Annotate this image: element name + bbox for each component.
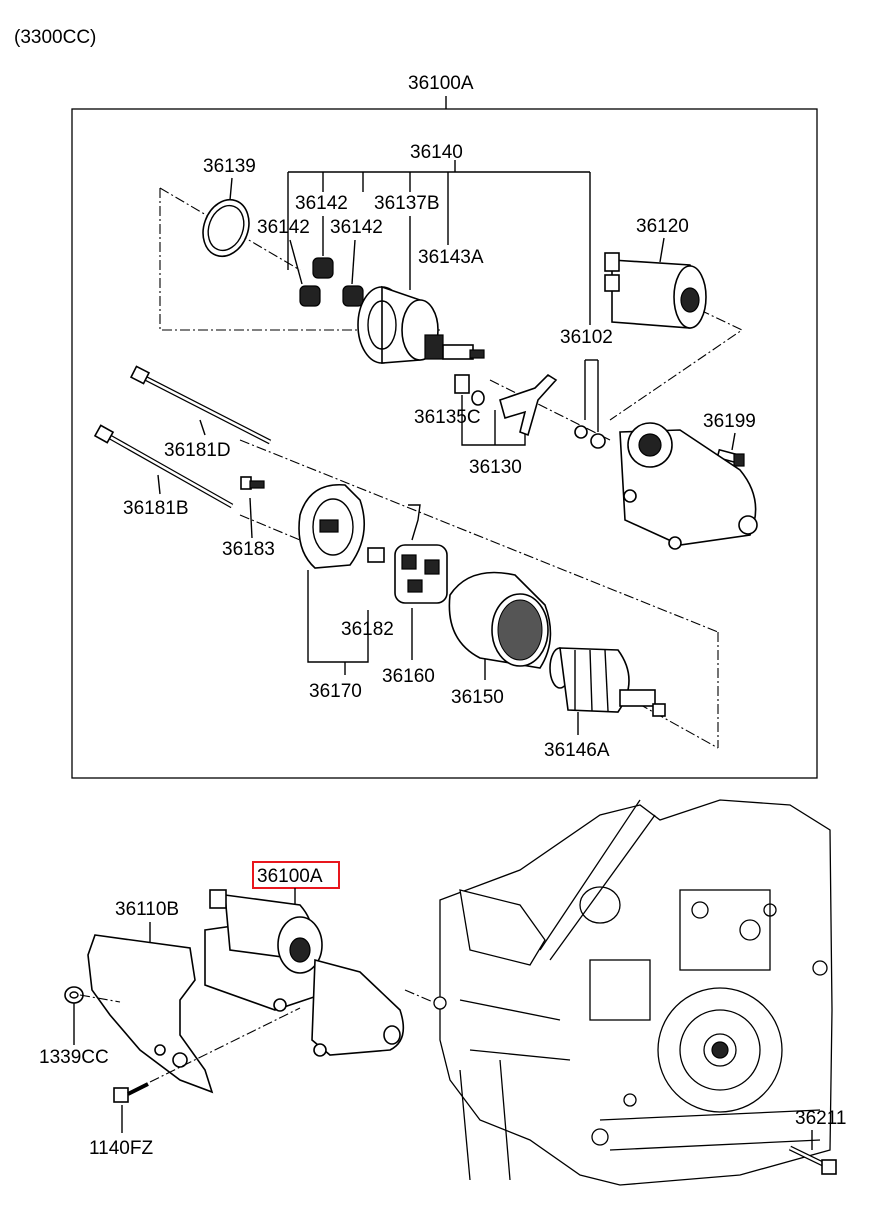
label-36120: 36120 xyxy=(636,216,689,237)
label-36130: 36130 xyxy=(469,457,522,478)
label-36160: 36160 xyxy=(382,666,435,687)
highlight-box-36100A[interactable] xyxy=(252,861,340,889)
label-36181B: 36181B xyxy=(123,498,189,519)
label-36142-left: 36142 xyxy=(257,217,310,238)
leader-36102 xyxy=(584,359,599,432)
label-36182: 36182 xyxy=(341,619,394,640)
engine-label: (3300CC) xyxy=(14,27,96,48)
front-housing xyxy=(619,422,758,550)
rear-cover-36170 xyxy=(298,483,366,569)
gear-36137B xyxy=(357,285,444,364)
seal-36102 xyxy=(574,425,606,449)
leader-36142-left xyxy=(289,239,303,285)
leader-36181D xyxy=(199,419,206,436)
label-36146A: 36146A xyxy=(544,740,610,761)
label-36139: 36139 xyxy=(203,156,256,177)
armature-36146A xyxy=(549,647,666,717)
planet-gears xyxy=(299,257,364,307)
yoke-36150 xyxy=(448,571,552,669)
label-36100A-highlight[interactable]: 36100A xyxy=(257,866,323,887)
leader-36120 xyxy=(659,237,665,263)
label-36170: 36170 xyxy=(309,681,362,702)
o-ring-36139 xyxy=(202,198,250,258)
label-36199: 36199 xyxy=(703,411,756,432)
label-36143A: 36143A xyxy=(418,247,484,268)
bolt-36211 xyxy=(788,1145,837,1175)
engine-block xyxy=(433,799,833,1186)
leader-36139 xyxy=(229,177,233,201)
solenoid-36120 xyxy=(604,252,707,329)
screw-36183 xyxy=(240,476,265,490)
label-36110B: 36110B xyxy=(115,899,179,920)
bolt-36181B xyxy=(93,424,234,509)
label-1339CC: 1339CC xyxy=(39,1047,109,1068)
brush-holder-36160 xyxy=(394,504,448,604)
shaft-36143A xyxy=(442,344,485,360)
assembly-label: 36100A xyxy=(408,73,474,94)
leader-36183 xyxy=(249,497,253,539)
leader-36199 xyxy=(731,432,736,451)
label-1140FZ: 1140FZ xyxy=(89,1138,153,1159)
label-36183: 36183 xyxy=(222,539,275,560)
label-36142-right: 36142 xyxy=(330,217,383,238)
assembly-frame xyxy=(71,108,818,779)
label-36137B: 36137B xyxy=(374,193,440,214)
starter-motor-assembly xyxy=(204,889,405,1057)
bolt-1140FZ xyxy=(113,1082,149,1103)
lever-36130 xyxy=(454,373,558,437)
bushing-36182 xyxy=(367,547,385,563)
label-36211: 36211 xyxy=(795,1108,846,1129)
heat-shield-36110B xyxy=(87,934,214,1094)
bolt-36181D xyxy=(129,365,272,445)
label-36142-top: 36142 xyxy=(295,193,348,214)
label-36181D: 36181D xyxy=(164,440,231,461)
label-36102: 36102 xyxy=(560,327,613,348)
label-36135C: 36135C xyxy=(414,407,481,428)
label-36150: 36150 xyxy=(451,687,504,708)
leader-36142-right xyxy=(351,239,356,285)
leader-36140 xyxy=(287,160,591,325)
leader-36181B xyxy=(157,474,161,495)
leader-36170 xyxy=(307,570,369,675)
label-36140: 36140 xyxy=(410,142,463,163)
